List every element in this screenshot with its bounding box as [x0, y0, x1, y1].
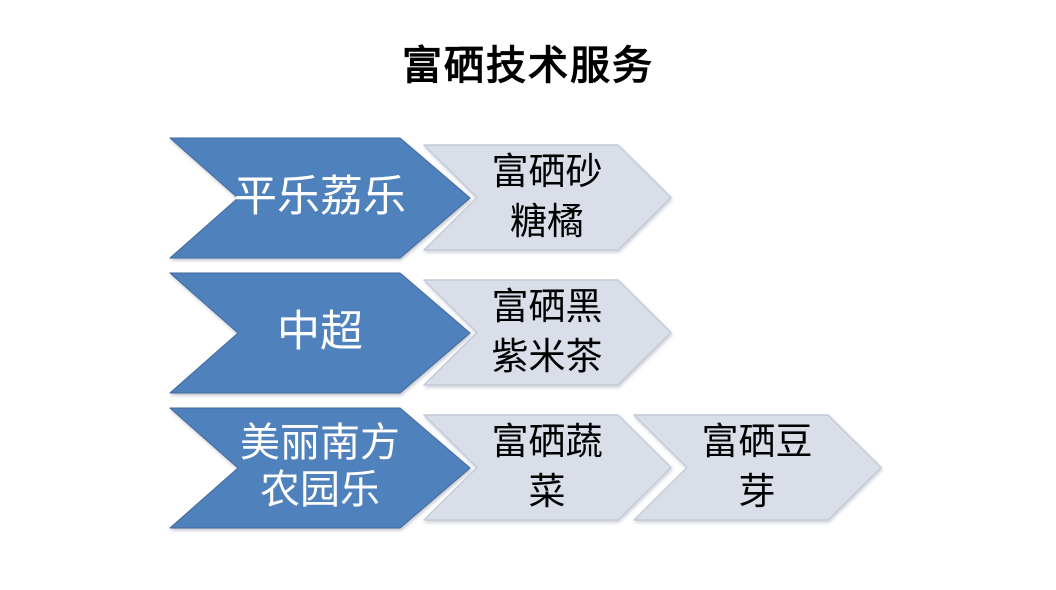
chevron-row2-source-shape [169, 272, 471, 394]
label-line: 美丽南方 [240, 420, 400, 465]
chevron-row2-source-label: 中超 [190, 303, 450, 363]
diagram-title: 富硒技术服务 [402, 43, 654, 88]
chevron-row3-source-label: 美丽南方 农园乐 [190, 414, 450, 518]
chevron-row3-source-shape [169, 407, 471, 529]
chevron-row2-product1-label: 富硒黑 紫米茶 [447, 282, 647, 383]
label-line: 富硒蔬 [491, 421, 603, 463]
label-line: 富硒豆 [701, 421, 813, 463]
label-line: 中超 [277, 309, 363, 356]
label-line: 糖橘 [510, 201, 584, 243]
label-line: 平乐荔乐 [234, 174, 406, 221]
chevron-row1-source-label: 平乐荔乐 [190, 168, 450, 228]
chevron-row1-source-shape [169, 137, 471, 259]
chevron-row2-product1-shape [423, 279, 672, 386]
chevron-row1-product1-label: 富硒砂 糖橘 [447, 147, 647, 248]
label-line: 农园乐 [260, 467, 380, 512]
chevron-row3-product1-shape [423, 414, 672, 521]
label-line: 富硒砂 [491, 151, 603, 193]
chevron-row3-product2-label: 富硒豆 芽 [657, 417, 857, 518]
chevron-row1-product1-shape [423, 144, 672, 251]
label-line: 紫米茶 [491, 336, 603, 378]
label-line: 菜 [528, 471, 566, 513]
chevron-row3-product1-label: 富硒蔬 菜 [447, 417, 647, 518]
chevron-row3-product2-shape [633, 414, 882, 521]
label-line: 富硒黑 [491, 286, 603, 328]
label-line: 芽 [738, 471, 776, 513]
